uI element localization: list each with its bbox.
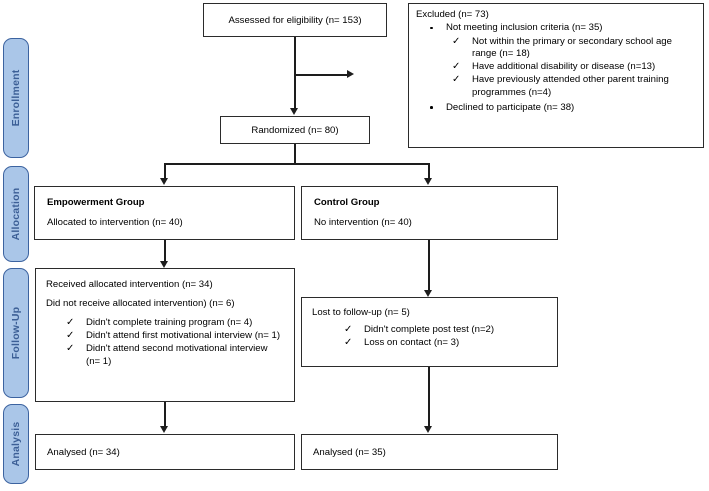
stage-label-analysis: Analysis bbox=[10, 421, 22, 467]
followup-right-item: ✓ Loss on contact (n= 3) bbox=[338, 337, 547, 350]
check-icon: ✓ bbox=[344, 337, 353, 349]
box-analysis-control: Analysed (n= 35) bbox=[301, 434, 558, 470]
excluded-item: Declined to participate (n= 38) bbox=[416, 102, 696, 115]
excluded-subitem: ✓ Not within the primary or secondary sc… bbox=[446, 36, 696, 61]
excluded-list: Not meeting inclusion criteria (n= 35) ✓… bbox=[416, 22, 696, 114]
stage-pill-enrollment: Enrollment bbox=[3, 38, 29, 158]
box-followup-empowerment: Received allocated intervention (n= 34) … bbox=[35, 268, 295, 402]
bullet-icon bbox=[430, 26, 433, 30]
allocation-right-title: Control Group bbox=[314, 197, 380, 208]
followup-right-item-text: Didn't complete post test (n=2) bbox=[364, 324, 495, 335]
stage-pill-followup: Follow-Up bbox=[3, 268, 29, 398]
followup-right-item: ✓ Didn't complete post test (n=2) bbox=[338, 324, 547, 337]
check-icon: ✓ bbox=[452, 35, 461, 47]
followup-right-item-text: Loss on contact (n= 3) bbox=[364, 337, 460, 349]
check-icon: ✓ bbox=[452, 74, 461, 86]
arrow-left-followup-to-analysis bbox=[160, 426, 168, 433]
box-allocation-empowerment: Empowerment Group Allocated to intervent… bbox=[34, 186, 295, 240]
excluded-item: Not meeting inclusion criteria (n= 35) ✓… bbox=[416, 22, 696, 100]
stage-pill-analysis: Analysis bbox=[3, 404, 29, 484]
arrow-assessed-to-randomized bbox=[290, 108, 298, 115]
check-icon: ✓ bbox=[452, 61, 461, 73]
randomized-text: Randomized (n= 80) bbox=[251, 124, 339, 136]
followup-left-item: ✓ Didn't attend first motivational inter… bbox=[60, 330, 284, 343]
connector-right-followup-to-analysis bbox=[428, 367, 430, 428]
stage-pill-allocation: Allocation bbox=[3, 166, 29, 262]
check-icon: ✓ bbox=[66, 330, 75, 342]
box-excluded: Excluded (n= 73) Not meeting inclusion c… bbox=[408, 3, 704, 148]
excluded-item-text: Not meeting inclusion criteria (n= 35) bbox=[446, 22, 603, 33]
arrow-to-excluded bbox=[347, 70, 354, 78]
connector-assessed-to-randomized bbox=[294, 37, 296, 110]
allocation-right-line: No intervention (n= 40) bbox=[314, 217, 412, 228]
connector-split-left bbox=[164, 163, 166, 179]
connector-split-right bbox=[428, 163, 430, 179]
stage-label-followup: Follow-Up bbox=[10, 306, 22, 360]
excluded-heading: Excluded (n= 73) bbox=[416, 9, 489, 20]
connector-right-alloc-to-followup bbox=[428, 240, 430, 292]
analysis-left-text: Analysed (n= 34) bbox=[47, 447, 120, 458]
followup-right-line1: Lost to follow-up (n= 5) bbox=[312, 307, 410, 318]
allocation-left-line: Allocated to intervention (n= 40) bbox=[47, 217, 183, 228]
box-followup-control: Lost to follow-up (n= 5) ✓ Didn't comple… bbox=[301, 297, 558, 367]
excluded-subitem-list: ✓ Not within the primary or secondary sc… bbox=[446, 36, 696, 100]
bullet-icon bbox=[430, 106, 433, 109]
connector-left-followup-to-analysis bbox=[164, 402, 166, 428]
followup-left-list: ✓ Didn't complete training program (n= 4… bbox=[46, 317, 284, 368]
check-icon: ✓ bbox=[66, 317, 75, 328]
followup-left-line1: Received allocated intervention (n= 34) bbox=[46, 279, 213, 290]
connector-left-alloc-to-followup bbox=[164, 240, 166, 263]
excluded-item-text: Declined to participate (n= 38) bbox=[446, 101, 575, 113]
check-icon: ✓ bbox=[344, 324, 353, 335]
arrow-right-alloc-to-followup bbox=[424, 290, 432, 297]
analysis-right-text: Analysed (n= 35) bbox=[313, 447, 386, 458]
excluded-subitem: ✓ Have additional disability or disease … bbox=[446, 61, 696, 74]
excluded-subitem-text: Not within the primary or secondary scho… bbox=[472, 35, 672, 60]
followup-left-item: ✓ Didn't attend second motivational inte… bbox=[60, 343, 284, 368]
connector-to-excluded bbox=[294, 74, 347, 76]
arrow-right-followup-to-analysis bbox=[424, 426, 432, 433]
followup-left-item-text: Didn't complete training program (n= 4) bbox=[86, 317, 253, 328]
excluded-subitem-text: Have additional disability or disease (n… bbox=[472, 61, 656, 73]
stage-label-allocation: Allocation bbox=[10, 187, 22, 241]
box-allocation-control: Control Group No intervention (n= 40) bbox=[301, 186, 558, 240]
box-randomized: Randomized (n= 80) bbox=[220, 116, 370, 144]
excluded-subitem-text: Have previously attended other parent tr… bbox=[472, 74, 669, 98]
assessed-text: Assessed for eligibility (n= 153) bbox=[228, 14, 362, 26]
allocation-left-title: Empowerment Group bbox=[47, 197, 145, 208]
followup-left-line2: Did not receive allocated intervention) … bbox=[46, 298, 235, 309]
arrow-split-left bbox=[160, 178, 168, 185]
followup-left-item: ✓ Didn't complete training program (n= 4… bbox=[60, 317, 284, 330]
connector-randomized-split bbox=[164, 163, 429, 165]
followup-left-item-text: Didn't attend first motivational intervi… bbox=[86, 330, 281, 342]
excluded-subitem: ✓ Have previously attended other parent … bbox=[446, 74, 696, 99]
connector-randomized-stem bbox=[294, 144, 296, 164]
box-analysis-empowerment: Analysed (n= 34) bbox=[35, 434, 295, 470]
followup-right-list: ✓ Didn't complete post test (n=2) ✓ Loss… bbox=[312, 324, 547, 350]
box-assessed-for-eligibility: Assessed for eligibility (n= 153) bbox=[203, 3, 387, 37]
followup-left-item-text: Didn't attend second motivational interv… bbox=[86, 343, 268, 367]
arrow-left-alloc-to-followup bbox=[160, 261, 168, 268]
check-icon: ✓ bbox=[66, 343, 75, 355]
stage-label-enrollment: Enrollment bbox=[10, 69, 22, 127]
arrow-split-right bbox=[424, 178, 432, 185]
